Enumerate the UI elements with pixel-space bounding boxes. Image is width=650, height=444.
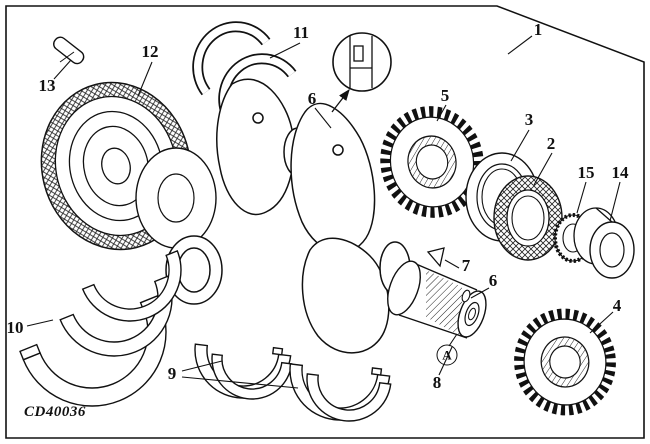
callout-3: 3 bbox=[524, 110, 534, 129]
callout-12: 12 bbox=[141, 42, 159, 61]
callout-10: 10 bbox=[6, 318, 24, 337]
crankshaft bbox=[165, 78, 411, 354]
callout-8: 8 bbox=[432, 373, 442, 392]
leader-lines bbox=[26, 35, 621, 389]
figure-border bbox=[5, 5, 645, 439]
woodruff-key-7 bbox=[426, 247, 445, 268]
drawing-code: CD40036 bbox=[24, 404, 86, 420]
callout-2: 2 bbox=[546, 134, 556, 153]
callout-14: 14 bbox=[611, 163, 629, 182]
detail-arrow bbox=[331, 88, 350, 113]
callout-11: 11 bbox=[292, 23, 310, 42]
callout-6-upper: 6 bbox=[307, 89, 317, 108]
detail-inset-circle bbox=[331, 32, 392, 113]
gear-4 bbox=[514, 308, 616, 416]
callout-6-lower: 6 bbox=[488, 271, 498, 290]
snout-dowel-6 bbox=[461, 289, 471, 303]
spacer-14 bbox=[573, 207, 635, 279]
seal-ring-2 bbox=[493, 175, 563, 261]
callout-7: 7 bbox=[461, 256, 471, 275]
callout-A-circled: A bbox=[436, 344, 458, 366]
crank-snout bbox=[387, 260, 487, 339]
callout-1: 1 bbox=[533, 20, 543, 39]
callout-5: 5 bbox=[440, 86, 450, 105]
dowel-pin-13 bbox=[53, 36, 85, 65]
callout-13: 13 bbox=[38, 76, 56, 95]
spline-section bbox=[426, 270, 462, 337]
crank-rear-hub bbox=[135, 147, 217, 249]
gear-5 bbox=[380, 106, 484, 218]
bearing-caps-10 bbox=[19, 249, 182, 407]
callout-15: 15 bbox=[577, 163, 595, 182]
callout-4: 4 bbox=[612, 296, 622, 315]
callout-9: 9 bbox=[167, 364, 177, 383]
